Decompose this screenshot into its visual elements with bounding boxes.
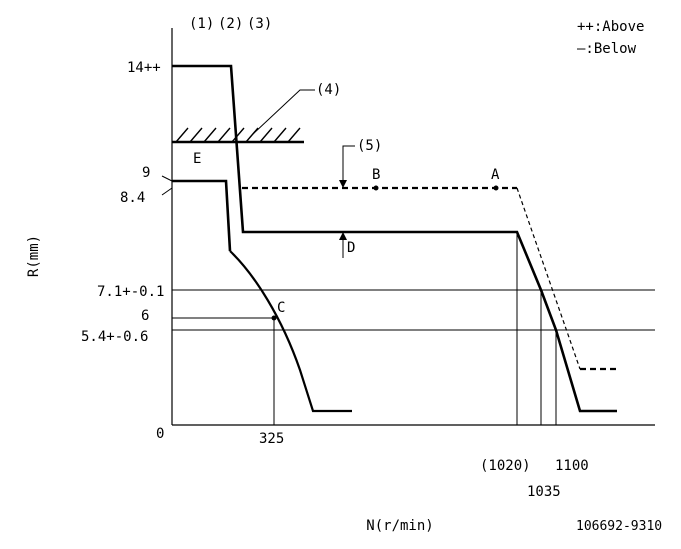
point-A-marker bbox=[493, 185, 499, 191]
xtick-325: 325 bbox=[259, 431, 284, 447]
point-B-label: B bbox=[372, 167, 380, 183]
ytick-71: 7.1+-0.1 bbox=[97, 284, 164, 300]
ytick-84: 8.4 bbox=[120, 190, 145, 206]
label-2: (2) bbox=[218, 16, 243, 32]
drawing-id: 106692-9310 bbox=[576, 519, 662, 534]
xtick-1035: 1035 bbox=[527, 484, 561, 500]
ytick-54: 5.4+-0.6 bbox=[81, 329, 148, 345]
curve-1 bbox=[172, 64, 617, 413]
ytick-6: 6 bbox=[141, 308, 149, 324]
x-axis-label: N(r/min) bbox=[366, 518, 433, 534]
y-axis-label: R(mm) bbox=[26, 235, 42, 277]
curve-2-dashed-fall bbox=[516, 187, 581, 370]
xtick-1020: (1020) bbox=[480, 458, 531, 474]
callout-4: (4) bbox=[316, 82, 341, 98]
callout-4-leader bbox=[252, 89, 315, 135]
stop-hatching bbox=[175, 127, 301, 143]
callout-5: (5) bbox=[357, 138, 382, 154]
legend-below: —:Below bbox=[577, 41, 637, 57]
curve-3 bbox=[172, 179, 232, 252]
xtick-1100: 1100 bbox=[555, 458, 589, 474]
label-1: (1) bbox=[189, 16, 214, 32]
ytick-9: 9 bbox=[142, 165, 150, 181]
point-C-label: C bbox=[277, 300, 285, 316]
point-A-label: A bbox=[491, 167, 500, 183]
ref-line-9 bbox=[161, 175, 173, 182]
point-C-marker bbox=[271, 315, 277, 321]
ytick-14: 14++ bbox=[127, 60, 161, 76]
legend-above: ++:Above bbox=[577, 19, 644, 35]
ref-line-84 bbox=[161, 187, 173, 196]
point-D-label: D bbox=[347, 240, 355, 256]
point-E-label: E bbox=[193, 151, 201, 167]
callout-5-leader bbox=[342, 145, 355, 188]
curve-3-fall bbox=[229, 250, 352, 413]
label-3: (3) bbox=[247, 16, 272, 32]
origin-label: 0 bbox=[156, 426, 164, 442]
point-B-marker bbox=[373, 185, 379, 191]
